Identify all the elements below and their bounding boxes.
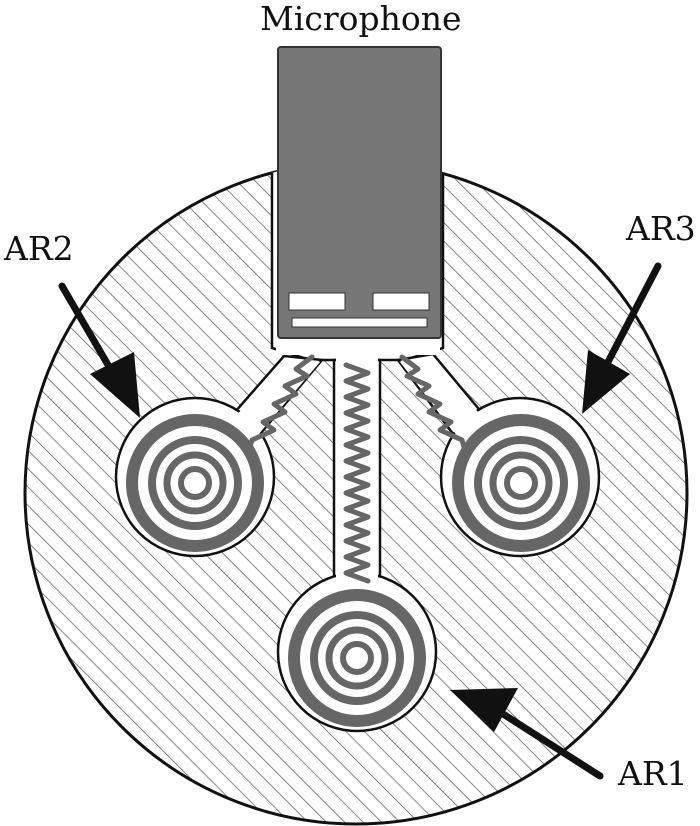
arrow-ar3 (582, 262, 662, 414)
microphone-label: Microphone (260, 0, 462, 38)
ar2-label: AR2 (4, 229, 74, 268)
coil-ar2 (247, 354, 315, 450)
coil-ar1 (343, 362, 371, 584)
ar3-label: AR3 (626, 209, 696, 248)
resonator-ar1 (288, 589, 426, 727)
arrow-ar2 (58, 282, 140, 418)
resonator-ar3 (452, 414, 590, 552)
arrow-ar1 (450, 688, 604, 780)
ar1-label: AR1 (618, 754, 688, 793)
microphone-body (277, 46, 442, 339)
microphone (277, 46, 442, 339)
microphone-port-right (372, 292, 430, 311)
microphone-port-left (288, 292, 346, 311)
microphone-membrane (291, 317, 428, 328)
coil-ar3 (399, 354, 467, 450)
coiled-tubes (247, 354, 467, 584)
resonator-ar2 (126, 414, 264, 552)
